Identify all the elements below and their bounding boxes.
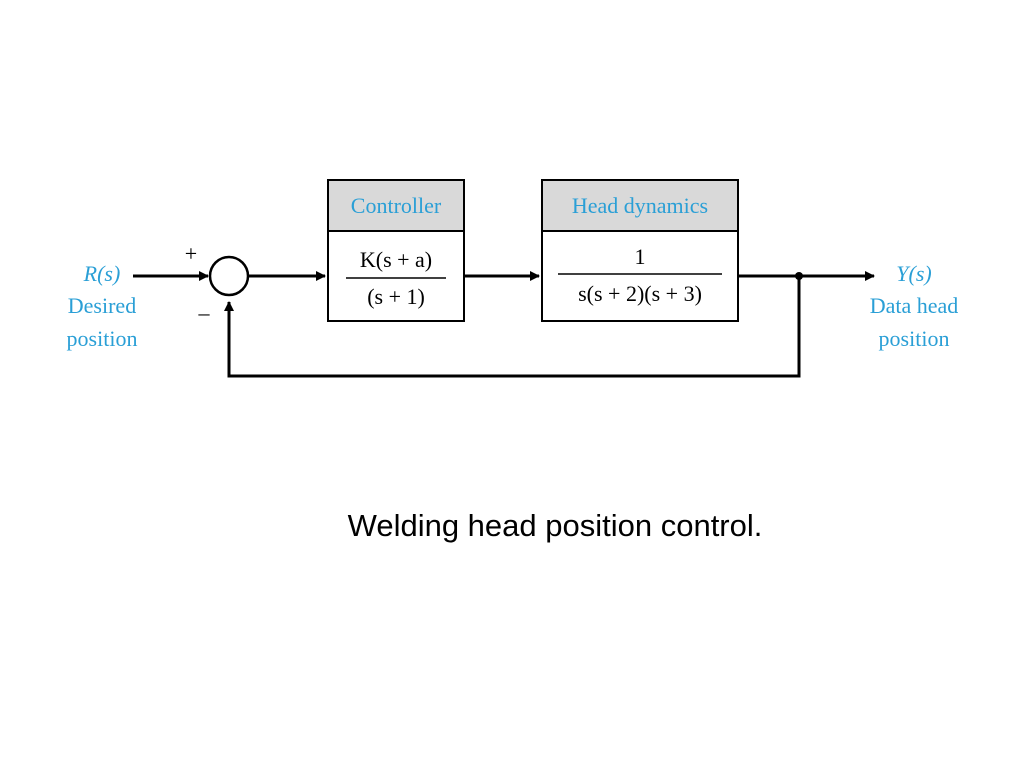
plus-sign: + — [185, 241, 197, 266]
input-signal-label: R(s) — [83, 261, 121, 286]
output-description-line1: Data head — [870, 293, 959, 318]
feedback-path — [224, 276, 801, 378]
plant-block: Head dynamics 1 s(s + 2)(s + 3) — [541, 179, 739, 322]
plant-numerator: 1 — [635, 244, 646, 269]
controller-header — [327, 179, 465, 232]
controller-body — [327, 230, 465, 322]
plant-header — [541, 179, 739, 232]
summing-junction — [208, 255, 250, 297]
input-description-line1: Desired — [68, 293, 136, 318]
slide-caption: Welding head position control. — [347, 508, 763, 543]
output-signal-label: Y(s) — [896, 261, 931, 286]
controller-denominator: (s + 1) — [367, 284, 425, 309]
controller-numerator: K(s + a) — [360, 247, 432, 272]
plant-body — [541, 230, 739, 322]
plant-denominator: s(s + 2)(s + 3) — [578, 281, 702, 306]
controller-block: Controller K(s + a) (s + 1) — [327, 179, 465, 322]
minus-sign: – — [198, 300, 211, 325]
output-description-line2: position — [879, 326, 950, 351]
controller-title: Controller — [351, 193, 442, 218]
plant-title: Head dynamics — [572, 193, 708, 218]
input-description-line2: position — [67, 326, 138, 351]
